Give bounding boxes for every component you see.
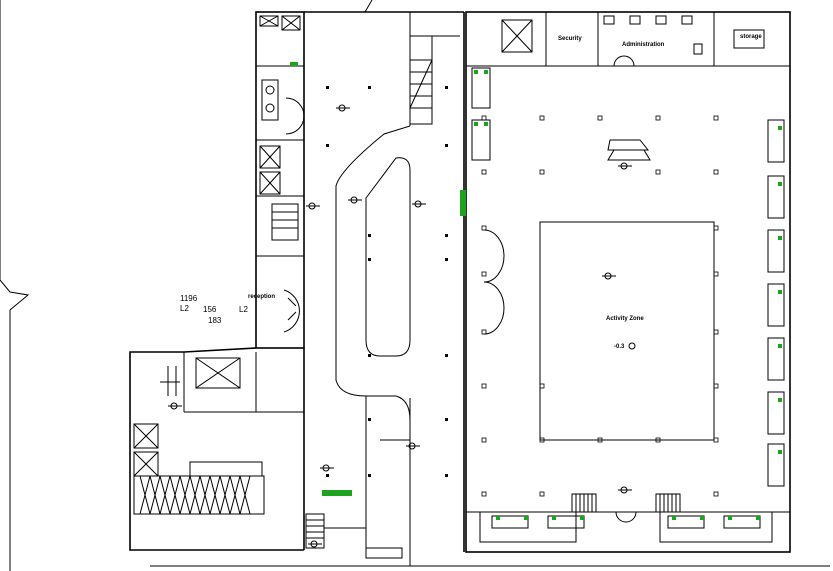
dimension-l2-right: L2: [239, 305, 248, 314]
seating-groups: [471, 67, 785, 529]
level-mark: -0.3: [614, 344, 625, 350]
columns: [326, 86, 448, 477]
dimension-l2-left: L2: [180, 304, 189, 313]
plant-markers: [290, 62, 782, 520]
room-label-security: Security: [558, 36, 582, 42]
central-ramp: [335, 125, 411, 490]
dimension-183: 183: [208, 316, 222, 325]
atrium-walls: [303, 11, 465, 566]
lower-wing: [129, 347, 403, 559]
room-label-reception: reception: [248, 294, 275, 300]
activity-hall: [465, 11, 791, 553]
light-fixtures: [168, 104, 636, 548]
dimension-1196: 1196: [180, 294, 198, 303]
service-core: [255, 11, 305, 349]
room-label-administration: Administration: [622, 42, 665, 48]
dimension-156: 156: [203, 305, 217, 314]
room-label-activity-zone: Activity Zone: [606, 316, 644, 322]
room-label-storage: storage: [740, 34, 762, 40]
main-stair: [409, 35, 460, 125]
hall-columns: [481, 115, 719, 497]
